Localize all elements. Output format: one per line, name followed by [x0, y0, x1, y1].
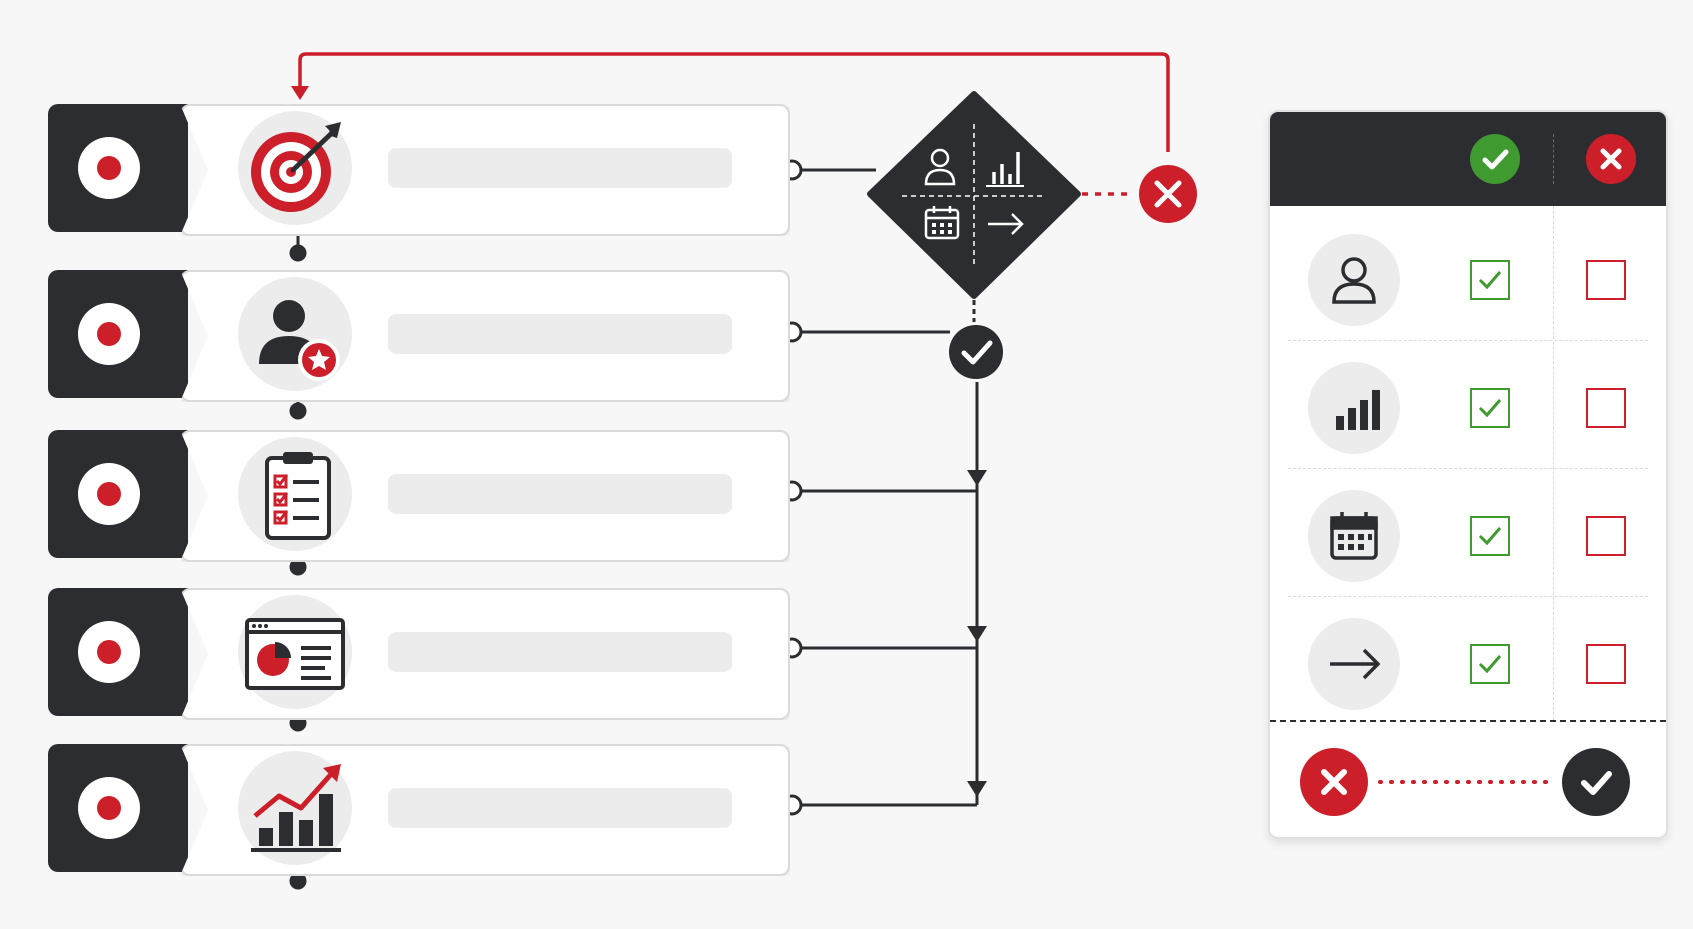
bullseye-icon: [78, 137, 140, 199]
text-placeholder-bar: [388, 632, 732, 672]
calendar-icon: [1308, 490, 1400, 582]
row-divider: [1288, 596, 1648, 597]
bullseye-icon: [78, 463, 140, 525]
close-icon: [1154, 180, 1182, 208]
column-divider: [1553, 206, 1554, 720]
clipboard-checklist-icon: [238, 437, 352, 551]
check-icon[interactable]: [1562, 748, 1630, 816]
check-icon: [1470, 134, 1520, 184]
reject-badge: [1139, 165, 1197, 223]
text-placeholder-bar: [388, 148, 732, 188]
bar-chart-icon: [1308, 362, 1400, 454]
row-divider: [1288, 340, 1648, 341]
header-divider: [1553, 134, 1554, 184]
bullseye-icon: [78, 303, 140, 365]
presentation-pie-chart-icon: [238, 595, 352, 709]
approve-badge: [949, 325, 1003, 379]
approve-checkbox[interactable]: [1470, 516, 1510, 556]
bullseye-icon: [78, 621, 140, 683]
arrow-right-icon: [1308, 618, 1400, 710]
reject-checkbox[interactable]: [1586, 260, 1626, 300]
reject-checkbox[interactable]: [1586, 516, 1626, 556]
close-icon[interactable]: [1300, 748, 1368, 816]
checklist-row: [1270, 214, 1666, 340]
bullseye-icon: [78, 777, 140, 839]
text-placeholder-bar: [388, 788, 732, 828]
feedback-loop-arrow: [291, 52, 1170, 152]
checklist-row: [1270, 342, 1666, 468]
decision-diamond: [867, 91, 1081, 299]
user-star-icon: [238, 277, 352, 391]
merge-arrowheads: [967, 470, 987, 797]
approve-checkbox[interactable]: [1470, 388, 1510, 428]
text-placeholder-bar: [388, 474, 732, 514]
reject-checkbox[interactable]: [1586, 388, 1626, 428]
bar-chart-icon: [986, 152, 1024, 187]
step-row-4: [48, 588, 790, 720]
step-tab: [48, 104, 188, 232]
step-tab: [48, 588, 188, 716]
step-row-2: [48, 270, 790, 402]
checklist-row: [1270, 470, 1666, 596]
step-row-3: [48, 430, 790, 562]
calendar-icon: [924, 206, 960, 240]
step-row-1: [48, 104, 790, 236]
step-tab: [48, 744, 188, 872]
footer-dotted-line: [1378, 780, 1550, 784]
text-placeholder-bar: [388, 314, 732, 354]
row-divider: [1288, 468, 1648, 469]
card-output-lines: [800, 168, 979, 807]
reject-checkbox[interactable]: [1586, 644, 1626, 684]
user-icon: [924, 148, 956, 186]
approve-checkbox[interactable]: [1470, 260, 1510, 300]
user-icon: [1308, 234, 1400, 326]
check-icon: [961, 340, 993, 365]
checklist-panel: [1268, 110, 1668, 839]
growth-chart-icon: [238, 751, 352, 865]
target-arrow-icon: [238, 111, 352, 225]
approve-checkbox[interactable]: [1470, 644, 1510, 684]
arrow-right-icon: [988, 213, 1024, 235]
step-tab: [48, 270, 188, 398]
panel-header: [1270, 112, 1666, 206]
step-row-5: [48, 744, 790, 876]
close-icon: [1586, 134, 1636, 184]
checklist-row: [1270, 598, 1666, 724]
footer-divider: [1270, 720, 1666, 722]
step-tab: [48, 430, 188, 558]
